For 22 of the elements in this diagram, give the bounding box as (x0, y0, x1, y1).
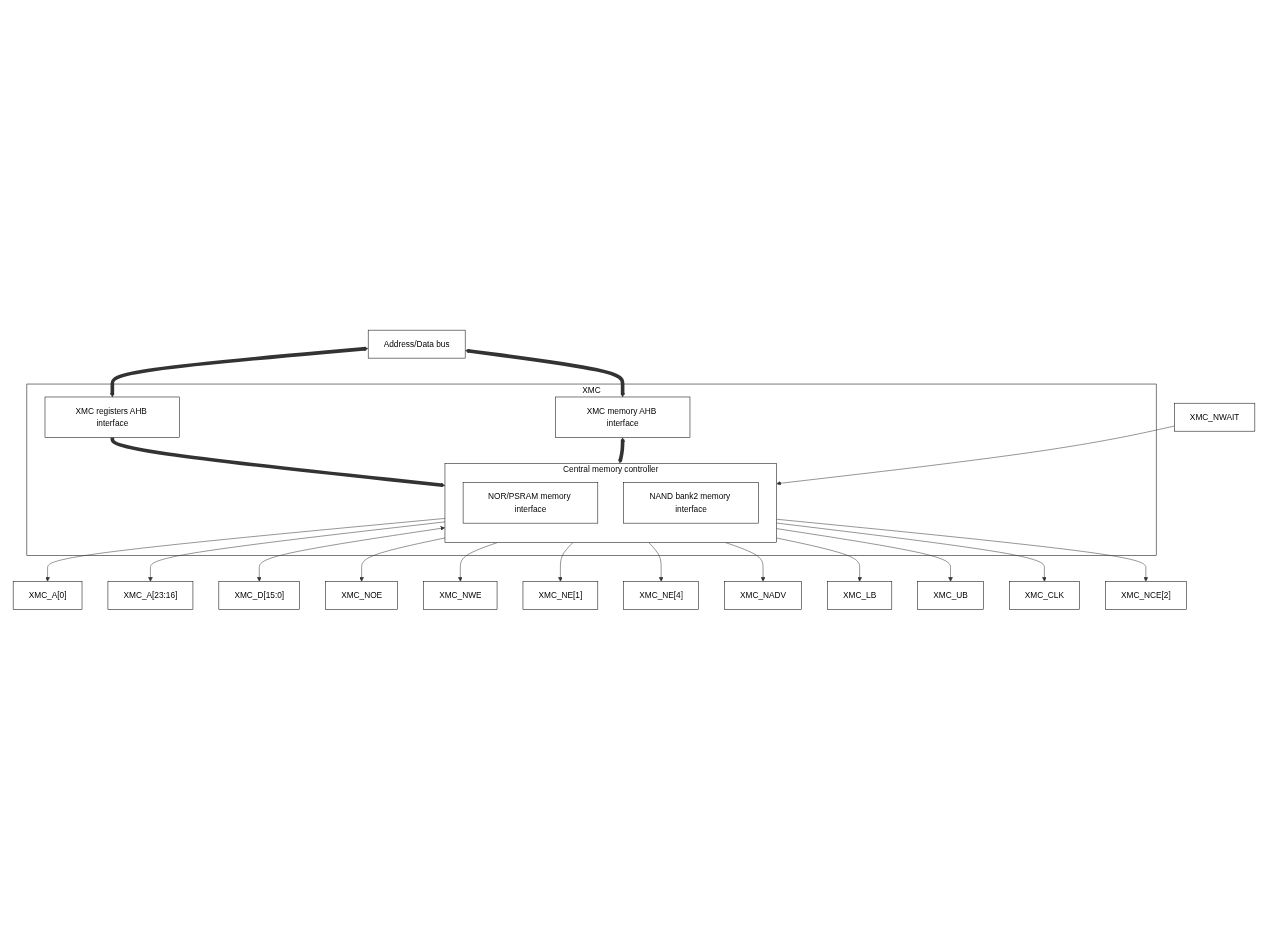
node-box: XMC_NOE (324, 580, 398, 610)
node-box: XMC_A[0] (12, 580, 82, 610)
node-box: XMC_LB (826, 580, 892, 610)
node-box: XMC_NWE (422, 580, 497, 610)
node-box: XMC_NWAIT (1173, 402, 1255, 432)
node-box: XMC_NCE[2] (1104, 580, 1186, 610)
arrow (617, 437, 625, 464)
node-box: XMC_NE[4] (622, 580, 699, 610)
node-box: NAND bank2 memory interface (622, 482, 759, 524)
node-box: XMC_NADV (723, 580, 802, 610)
arrow (109, 346, 368, 397)
node-box: XMC_UB (916, 580, 984, 610)
node-box: XMC_NE[1] (522, 580, 598, 610)
arrow (110, 436, 445, 487)
node-box: XMC registers AHB interface (44, 396, 180, 438)
node-box: XMC_A[23:16] (107, 580, 193, 610)
node-box: XMC_CLK (1008, 580, 1080, 610)
arrow (464, 348, 625, 397)
node-box: XMC_D[15:0] (218, 580, 300, 610)
node-box: Address/Data bus (367, 329, 465, 359)
node-box: XMC memory AHB interface (554, 396, 690, 438)
node-box: NOR/PSRAM memory interface (462, 482, 598, 524)
